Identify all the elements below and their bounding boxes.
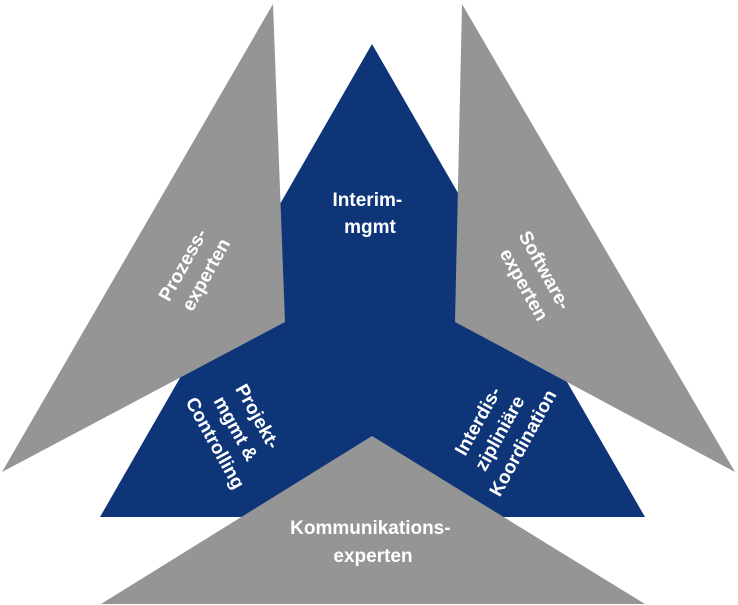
kommunikation-line-1: Kommunikations- (290, 518, 450, 539)
kommunikation-label: Kommunikations- experten (290, 518, 456, 567)
center-triangle (100, 44, 645, 517)
kommunikation-triangle (101, 436, 645, 604)
interim-label: Interim- mgmt (333, 190, 408, 238)
interim-line-1: Interim- (333, 190, 403, 211)
software-triangle (455, 4, 735, 472)
prozess-triangle (2, 4, 285, 472)
kommunikation-line-2: experten (333, 546, 412, 567)
interim-line-2: mgmt (344, 217, 396, 238)
